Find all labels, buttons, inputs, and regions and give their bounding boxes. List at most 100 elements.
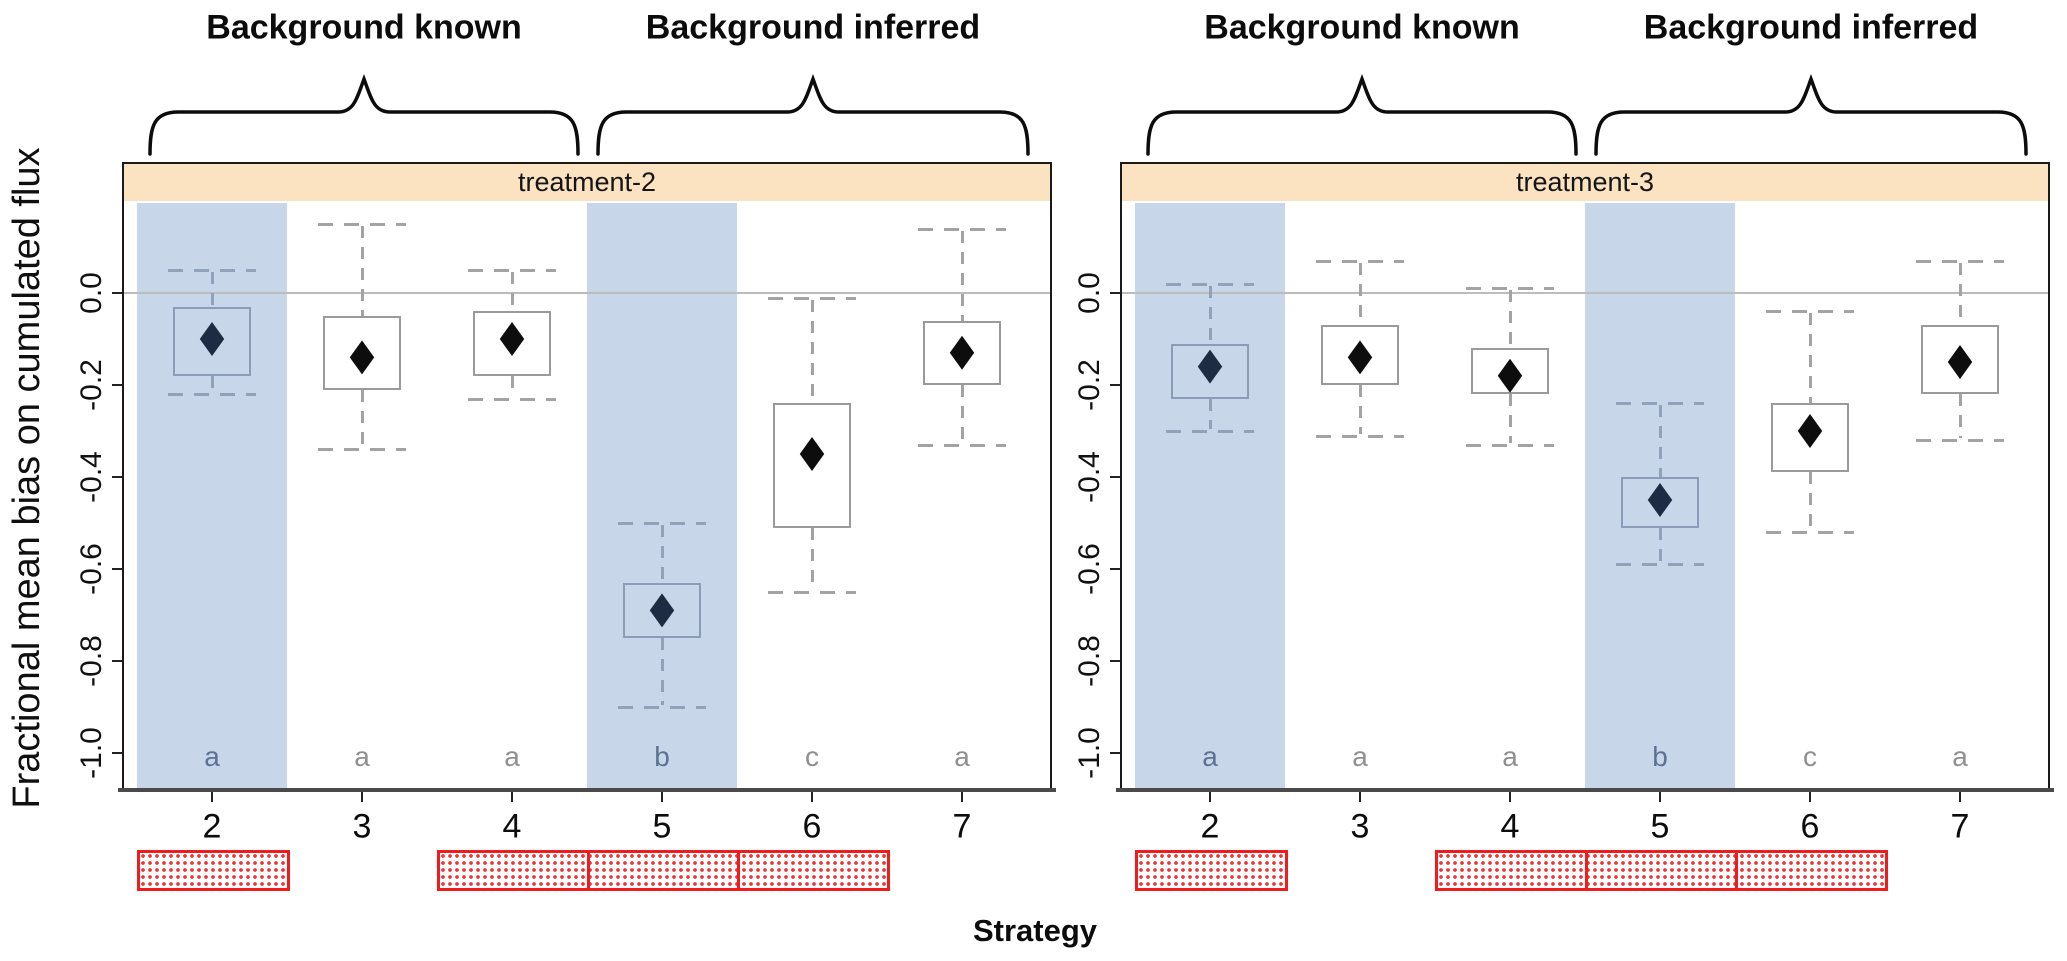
whisker-line-lower	[1958, 394, 1962, 439]
box-iqr	[1321, 325, 1399, 385]
x-tick-label: 7	[952, 807, 972, 846]
box-iqr	[1621, 477, 1699, 528]
red-marker-divider	[1735, 850, 1738, 891]
whisker-cap-low	[168, 393, 256, 397]
box-iqr	[473, 311, 551, 376]
y-tick	[112, 660, 122, 662]
zero-reference-line	[1122, 292, 2048, 294]
x-tick-label: 3	[1350, 807, 1370, 846]
whisker-cap-low	[618, 706, 706, 709]
whisker-cap-high	[1916, 259, 2004, 263]
y-tick	[1110, 568, 1120, 570]
y-tick	[112, 384, 122, 386]
red-marker-divider	[1585, 850, 1588, 891]
significance-letter: b	[654, 741, 670, 772]
significance-letter: a	[954, 741, 970, 772]
significance-letter: a	[1202, 741, 1218, 772]
y-tick-label: -1.0	[1073, 727, 1106, 779]
x-tick	[1959, 790, 1961, 802]
whisker-cap-high	[1316, 259, 1404, 263]
significance-letter: a	[1952, 741, 1968, 772]
whisker-line-upper	[1958, 262, 1962, 326]
red-marker-divider	[587, 850, 590, 891]
y-tick	[112, 476, 122, 478]
whisker-cap-low	[1766, 531, 1854, 535]
whisker-cap-high	[468, 269, 556, 272]
whisker-cap-low	[1616, 563, 1704, 567]
box-iqr	[773, 403, 851, 528]
box-iqr	[1771, 403, 1849, 473]
whisker-line-upper	[1208, 285, 1212, 344]
whisker-cap-high	[1766, 310, 1854, 314]
panel-strip: treatment-3	[1120, 162, 2050, 203]
whisker-line-upper	[1658, 405, 1662, 477]
whisker-line-lower	[210, 375, 214, 393]
significance-letter: a	[204, 741, 220, 772]
whisker-line-lower	[1208, 398, 1212, 429]
x-tick-label: 6	[802, 807, 822, 846]
y-tick-label: -0.2	[75, 359, 108, 411]
whisker-cap-high	[918, 227, 1006, 231]
red-marker-bar	[1135, 850, 1288, 891]
significance-letter: b	[1652, 741, 1668, 772]
x-tick	[211, 790, 213, 802]
x-axis-line	[1116, 788, 2054, 792]
y-tick-label: -1.0	[75, 727, 108, 779]
box-iqr	[923, 320, 1001, 385]
red-marker-bar	[437, 850, 890, 891]
x-tick	[961, 790, 963, 802]
whisker-line-lower	[1808, 472, 1812, 531]
y-tick	[112, 292, 122, 294]
x-tick-label: 7	[1950, 807, 1970, 846]
x-axis-line	[118, 788, 1056, 792]
red-marker-bar	[137, 850, 290, 891]
red-marker-divider	[737, 850, 740, 891]
y-tick	[112, 752, 122, 754]
whisker-line-upper	[1358, 262, 1362, 326]
significance-letter: a	[504, 741, 520, 772]
y-tick-label: 0.0	[1073, 272, 1106, 314]
y-tick-label: -0.6	[75, 543, 108, 595]
x-tick-label: 5	[652, 807, 672, 846]
x-tick	[1809, 790, 1811, 802]
zero-reference-line	[124, 292, 1050, 294]
x-tick-label: 2	[202, 807, 222, 846]
y-axis-title: Fractional mean bias on cumulated flux	[6, 147, 48, 809]
x-tick	[361, 790, 363, 802]
whisker-cap-low	[1316, 434, 1404, 438]
panel-strip: treatment-2	[122, 162, 1052, 203]
group-label-inferred: Background inferred	[1643, 8, 1979, 47]
whisker-cap-low	[1916, 439, 2004, 443]
whisker-line-upper	[510, 272, 514, 312]
significance-letter: a	[1502, 741, 1518, 772]
y-tick-label: -0.2	[1073, 359, 1106, 411]
x-tick-label: 4	[1500, 807, 1520, 846]
box-iqr	[323, 316, 401, 390]
box-iqr	[1171, 343, 1249, 399]
y-tick-label: 0.0	[75, 272, 108, 314]
whisker-cap-high	[618, 522, 706, 525]
box-iqr	[1921, 325, 1999, 395]
x-tick-label: 2	[1200, 807, 1220, 846]
group-label-known: Background known	[1204, 8, 1520, 47]
x-tick-label: 6	[1800, 807, 1820, 846]
whisker-line-lower	[1508, 394, 1512, 443]
x-tick	[811, 790, 813, 802]
y-tick	[1110, 384, 1120, 386]
group-brace-known	[148, 73, 580, 156]
whisker-cap-high	[1466, 287, 1554, 291]
whisker-line-upper	[1808, 313, 1812, 404]
y-tick	[1110, 476, 1120, 478]
y-tick-label: -0.6	[1073, 543, 1106, 595]
whisker-line-upper	[360, 226, 364, 316]
x-tick	[1509, 790, 1511, 802]
whisker-line-upper	[210, 272, 214, 307]
y-tick-label: -0.4	[75, 451, 108, 503]
whisker-cap-high	[768, 296, 856, 300]
whisker-line-upper	[960, 230, 964, 321]
y-tick	[112, 568, 122, 570]
significance-letter: a	[354, 741, 370, 772]
group-brace-inferred	[596, 73, 1030, 156]
x-tick	[1209, 790, 1211, 802]
